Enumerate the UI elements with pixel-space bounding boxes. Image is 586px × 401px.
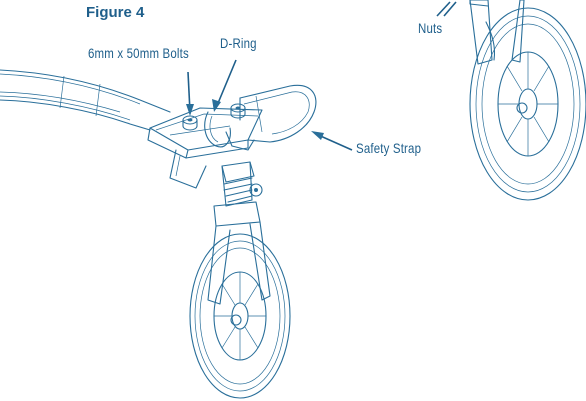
frame-tube <box>0 69 171 131</box>
leader-safety-strap <box>311 131 353 151</box>
caster-fork-right <box>469 0 525 65</box>
leader-nuts <box>436 1 457 17</box>
leader-d-ring <box>212 59 237 112</box>
caster-fork-front <box>207 201 271 305</box>
label-nuts: Nuts <box>418 20 443 36</box>
safety-strap <box>239 84 317 143</box>
label-d-ring: D-Ring <box>220 35 257 51</box>
label-bolts: 6mm x 50mm Bolts <box>88 45 189 61</box>
wheel-front <box>189 233 291 399</box>
leader-bolts <box>186 71 194 116</box>
bolt-right <box>230 103 246 119</box>
bolt-left <box>182 115 198 131</box>
d-ring <box>204 111 231 148</box>
caster-spring <box>221 161 263 207</box>
wheel-right <box>469 7 586 201</box>
figure-title: Figure 4 <box>86 4 145 21</box>
label-safety-strap: Safety Strap <box>356 140 422 156</box>
